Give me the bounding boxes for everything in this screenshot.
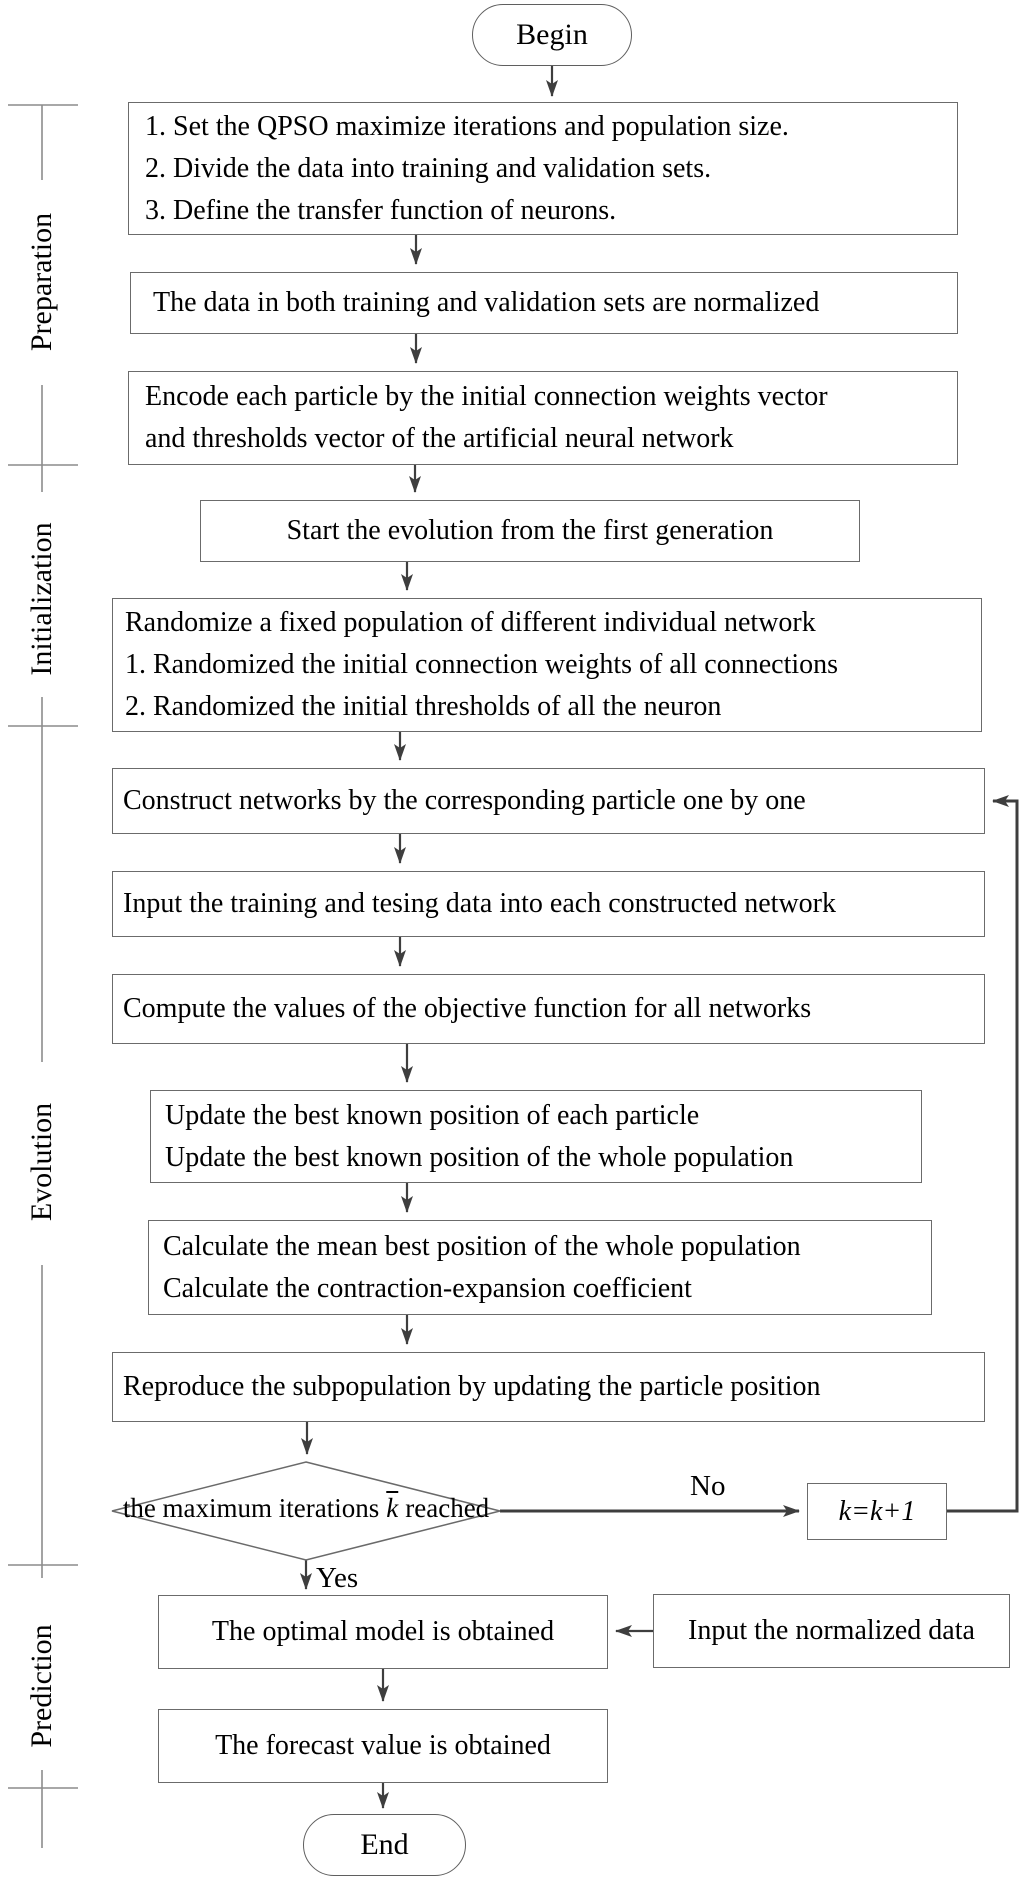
step-calculate: Calculate the mean best position of the … — [148, 1220, 932, 1315]
step-encode-line2: and thresholds vector of the artificial … — [145, 423, 734, 454]
decision-kbar-symbol: k — [386, 1493, 399, 1523]
section-label-preparation: Preparation — [25, 212, 58, 352]
step-calculate-line2: Calculate the contraction-expansion coef… — [163, 1272, 692, 1304]
step-randomize-line1: Randomize a fixed population of differen… — [125, 607, 816, 638]
step-normalize: The data in both training and validation… — [130, 272, 958, 334]
edge-label-no: No — [690, 1470, 726, 1502]
section-bracket — [8, 104, 78, 1848]
decision-diamond — [111, 1461, 501, 1561]
arrow-loopback-to-construct — [947, 795, 1019, 1513]
step-setup-line3: 3. Define the transfer function of neuro… — [145, 194, 617, 226]
step-randomize: Randomize a fixed population of differen… — [112, 598, 982, 732]
end-terminator: End — [303, 1814, 466, 1876]
step-calculate-line1: Calculate the mean best position of the … — [163, 1230, 801, 1262]
step-construct: Construct networks by the corresponding … — [112, 768, 985, 834]
step-reproduce: Reproduce the subpopulation by updating … — [112, 1352, 985, 1422]
step-update-line1: Update the best known position of each p… — [165, 1099, 700, 1131]
section-label-initialization: Initialization — [25, 522, 58, 676]
step-increment-k: k=k+1 — [807, 1483, 947, 1540]
step-start-evolution: Start the evolution from the first gener… — [200, 500, 860, 562]
step-update-best: Update the best known position of each p… — [150, 1090, 922, 1183]
step-forecast-value: The forecast value is obtained — [158, 1709, 608, 1783]
step-setup-line2: 2. Divide the data into training and val… — [145, 152, 712, 184]
begin-terminator: Begin — [472, 4, 632, 66]
step-encode-line1: Encode each particle by the initial conn… — [145, 381, 828, 412]
decision-text-post: reached — [405, 1493, 490, 1523]
step-input-normalized: Input the normalized data — [653, 1594, 1010, 1668]
step-input-training: Input the training and tesing data into … — [112, 871, 985, 937]
step-randomize-line2: 1. Randomized the initial connection wei… — [125, 649, 839, 680]
edge-label-yes: Yes — [316, 1562, 359, 1594]
step-optimal-model: The optimal model is obtained — [158, 1595, 608, 1669]
step-compute: Compute the values of the objective func… — [112, 974, 985, 1044]
step-setup-line1: 1. Set the QPSO maximize iterations and … — [145, 110, 789, 142]
step-encode: Encode each particle by the initial conn… — [128, 371, 958, 465]
step-setup: 1. Set the QPSO maximize iterations and … — [128, 102, 958, 235]
decision-text-pre: the maximum iterations — [122, 1493, 380, 1523]
section-label-evolution: Evolution — [25, 1102, 58, 1222]
step-update-line2: Update the best known position of the wh… — [165, 1141, 794, 1173]
step-randomize-line3: 2. Randomized the initial thresholds of … — [125, 691, 722, 722]
section-label-prediction: Prediction — [25, 1624, 58, 1748]
